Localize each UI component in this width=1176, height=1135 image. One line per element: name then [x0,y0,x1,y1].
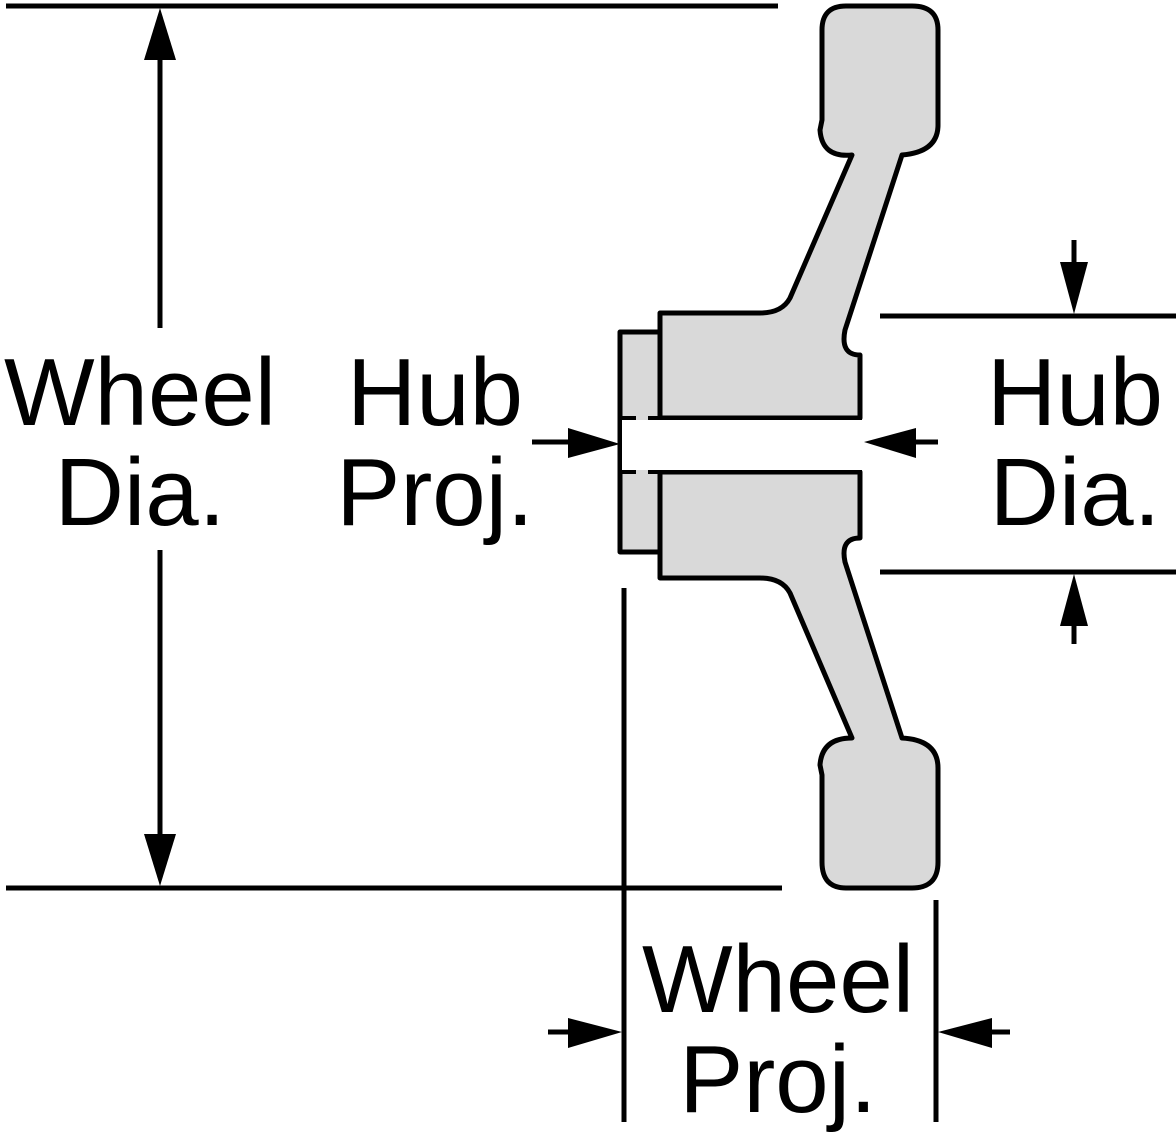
hub-proj-arrow [568,428,620,458]
hub-dia-arrow-down [1060,262,1088,314]
wheel-proj-label-line1: Wheel [642,926,914,1033]
wheel-proj-dimension: Wheel Proj. [548,588,1010,1133]
wheel-body-lower [657,469,941,891]
hub-dia-label-line2: Dia. [990,439,1161,546]
wheel-proj-arrow-right [568,1018,622,1048]
wheel-dia-arrow-down [144,834,176,886]
wheel-dia-label-line2: Dia. [55,439,226,546]
hub-dia-label-line1: Hub [987,339,1163,446]
hub-proj-label-line2: Proj. [336,439,533,546]
wheel-body-upper [657,3,941,421]
wheel-dia-arrow-up [144,8,176,60]
wheel-dia-dimension: Wheel Dia. [4,3,782,891]
wheel-proj-label-line2: Proj. [679,1026,876,1133]
hub-dia-arrow-up [1060,574,1088,626]
hub-dia-arrow-left [864,428,916,458]
hub-dia-dimension: Hub Dia. [864,240,1176,644]
hub-proj-label-line1: Hub [347,339,523,446]
wheel-proj-arrow-left [938,1018,992,1048]
hub-proj-dimension: Hub Proj. [336,339,620,546]
wheel-dia-label-line1: Wheel [4,339,276,446]
wheel-cross-section [617,3,941,891]
hub-bore [622,420,862,470]
